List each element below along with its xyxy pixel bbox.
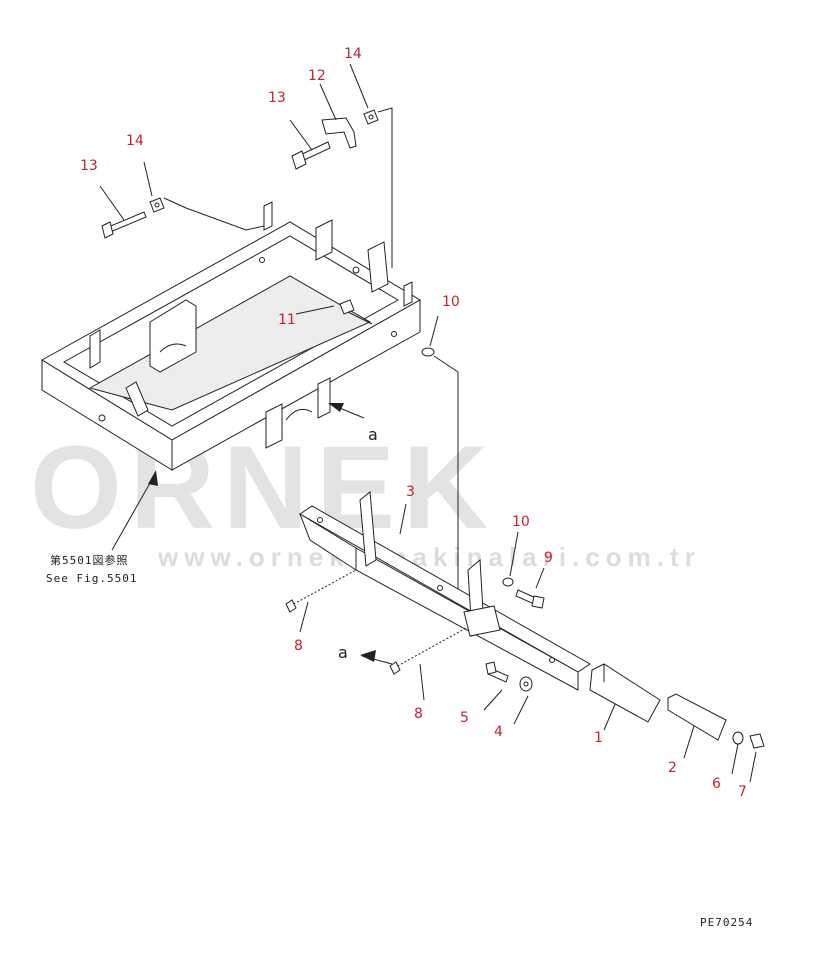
callout-1: 1 — [594, 730, 603, 746]
callout-11: 11 — [278, 312, 296, 328]
callout-8-upper: 8 — [294, 638, 303, 654]
washer-4 — [519, 676, 533, 692]
leader-lines — [99, 63, 757, 783]
bolt-13-left — [101, 211, 147, 239]
support-bracket-3 — [299, 491, 591, 691]
callout-6: 6 — [712, 776, 721, 792]
nut-7 — [749, 733, 765, 749]
callout-labels: 13 14 13 12 14 10 11 3 10 9 8 8 5 4 1 2 … — [80, 46, 747, 800]
nut-14-top — [363, 109, 379, 125]
callout-14-top: 14 — [344, 46, 362, 62]
watermark-brand: ORNEK — [30, 422, 496, 554]
callout-5: 5 — [460, 710, 469, 726]
view-arrow-top — [328, 403, 365, 419]
view-label-a-top: a — [368, 425, 378, 444]
nut-14-left — [149, 197, 165, 213]
callout-3: 3 — [406, 484, 415, 500]
view-label-a-bottom: a — [338, 643, 348, 662]
reference-japanese: 第5501図参照 — [50, 553, 129, 567]
nut-11 — [339, 299, 355, 315]
washer-6 — [732, 731, 744, 745]
callout-10-lower: 10 — [512, 514, 530, 530]
callout-4: 4 — [494, 724, 503, 740]
view-arrow-bottom — [360, 650, 393, 665]
bolt-5 — [485, 661, 509, 683]
callout-10-top: 10 — [442, 294, 460, 310]
washer-10-top — [421, 347, 435, 357]
drawing-code: PE70254 — [700, 916, 753, 929]
bolt-9 — [515, 589, 545, 609]
watermark: ORNEK www.ornekismakinalari.com.tr — [30, 400, 701, 572]
callout-2: 2 — [668, 760, 677, 776]
callout-9: 9 — [544, 550, 553, 566]
bracket-12 — [321, 117, 357, 149]
callout-14-left: 14 — [126, 133, 144, 149]
callout-8-lower: 8 — [414, 706, 423, 722]
reference-english: See Fig.5501 — [46, 572, 137, 585]
callout-7: 7 — [738, 784, 747, 800]
callout-12: 12 — [308, 68, 326, 84]
battery-tray — [41, 201, 421, 471]
callout-13-top: 13 — [268, 90, 286, 106]
washer-10-lower — [502, 577, 514, 587]
bolt-13-top — [291, 141, 331, 170]
hold-down-rod-8-lower — [389, 627, 467, 675]
hold-down-rod-8-upper — [285, 569, 357, 613]
callout-13-left: 13 — [80, 158, 98, 174]
watermark-url: www.ornekismakinalari.com.tr — [157, 542, 701, 572]
clamp-1 — [589, 663, 661, 723]
plate-2 — [667, 693, 727, 741]
